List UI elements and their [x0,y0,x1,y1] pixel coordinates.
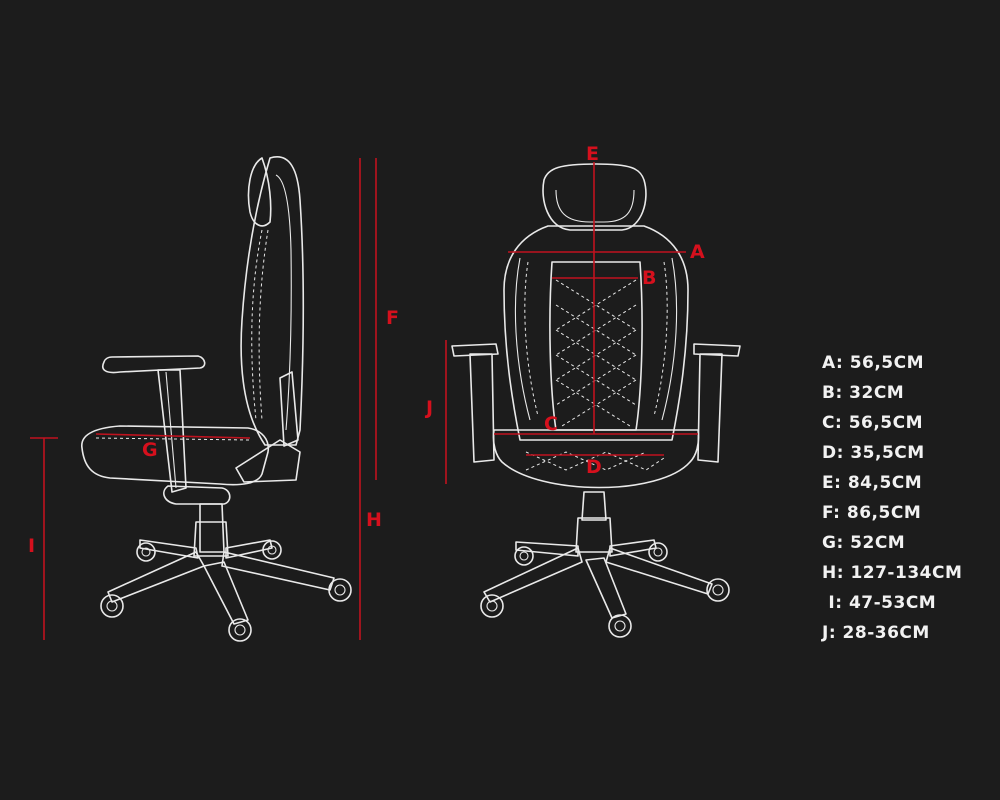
legend-item-b: B: 32CM [822,383,905,403]
dim-letter-e: E [586,143,599,165]
legend-item-e: E: 84,5CM [822,473,923,493]
front-view-chair [451,163,741,638]
legend-item-f: F: 86,5CM [822,503,922,523]
dimension-letters: E A B C D F H I J G [28,143,705,557]
side-gas-cover [193,521,229,557]
front-base-leg-front [585,557,627,619]
front-headrest-pillow [542,163,647,231]
front-diamond-quilting [555,279,637,427]
legend-item-c: C: 56,5CM [822,413,924,433]
side-base-leg-right [221,551,335,591]
side-armrest-post-line [165,371,177,489]
side-seat-cushion [81,425,270,486]
front-bolster-right [661,257,678,421]
front-headrest-inner [555,189,635,223]
side-lumbar-pillow [279,371,299,447]
dim-letter-a: A [690,241,705,263]
dim-letter-d: D [586,456,602,478]
front-seat-stitch [525,451,665,471]
side-base-leg-left [107,551,205,603]
side-base-leg-back-left [139,539,199,559]
dim-letter-j: J [424,397,433,419]
dim-letter-i: I [28,535,35,557]
side-view-chair [81,156,352,642]
front-armrest-post-right [697,353,723,463]
dim-letter-g: G [142,439,158,461]
side-gas-lift [199,503,225,553]
dim-line-g [95,433,251,439]
dimension-lines [30,158,698,640]
dim-letter-f: F [386,307,399,329]
front-bolster-stitch-right [653,261,668,417]
dim-letter-b: B [642,267,656,289]
side-armrest-pad [102,355,206,374]
front-backrest-outer [503,225,689,441]
front-armrest-pad-right [693,343,741,357]
dimension-legend: A: 56,5CM B: 32CM C: 56,5CM D: 35,5CM E:… [822,348,992,648]
front-base-leg-back-left [515,541,579,557]
side-caster-wheels [100,540,352,642]
front-bolster-left [514,257,531,421]
side-backrest-stitch [251,229,269,421]
front-caster-wheels [480,542,730,638]
side-headrest [247,157,272,227]
side-seat-stitch [95,437,251,441]
dim-letter-c: C [544,413,558,435]
front-base-leg-right [605,547,713,595]
front-armrest-pad-left [451,343,499,357]
legend-item-j: J: 28-36CM [822,623,930,643]
front-seat-cushion [492,429,700,489]
side-tilt-lever [163,485,231,505]
side-armrest-post [157,369,187,493]
front-bolster-stitch-left [524,261,539,417]
front-gas-cover [575,517,613,553]
side-backrest-inner [275,174,292,431]
side-base-leg-front [203,561,249,625]
legend-item-d: D: 35,5CM [822,443,925,463]
side-base-leg-back-right [225,539,273,559]
legend-item-i: I: 47-53CM [822,593,937,613]
legend-item-a: A: 56,5CM [822,353,925,373]
legend-item-g: G: 52CM [822,533,906,553]
legend-item-h: H: 127-134CM [822,563,963,583]
front-center-panel [549,261,643,431]
side-backrest [240,156,305,446]
front-armrest-post-left [469,353,495,463]
dim-letter-h: H [366,509,382,531]
side-seat-bracket [235,439,301,483]
front-gas-lift [581,491,607,521]
